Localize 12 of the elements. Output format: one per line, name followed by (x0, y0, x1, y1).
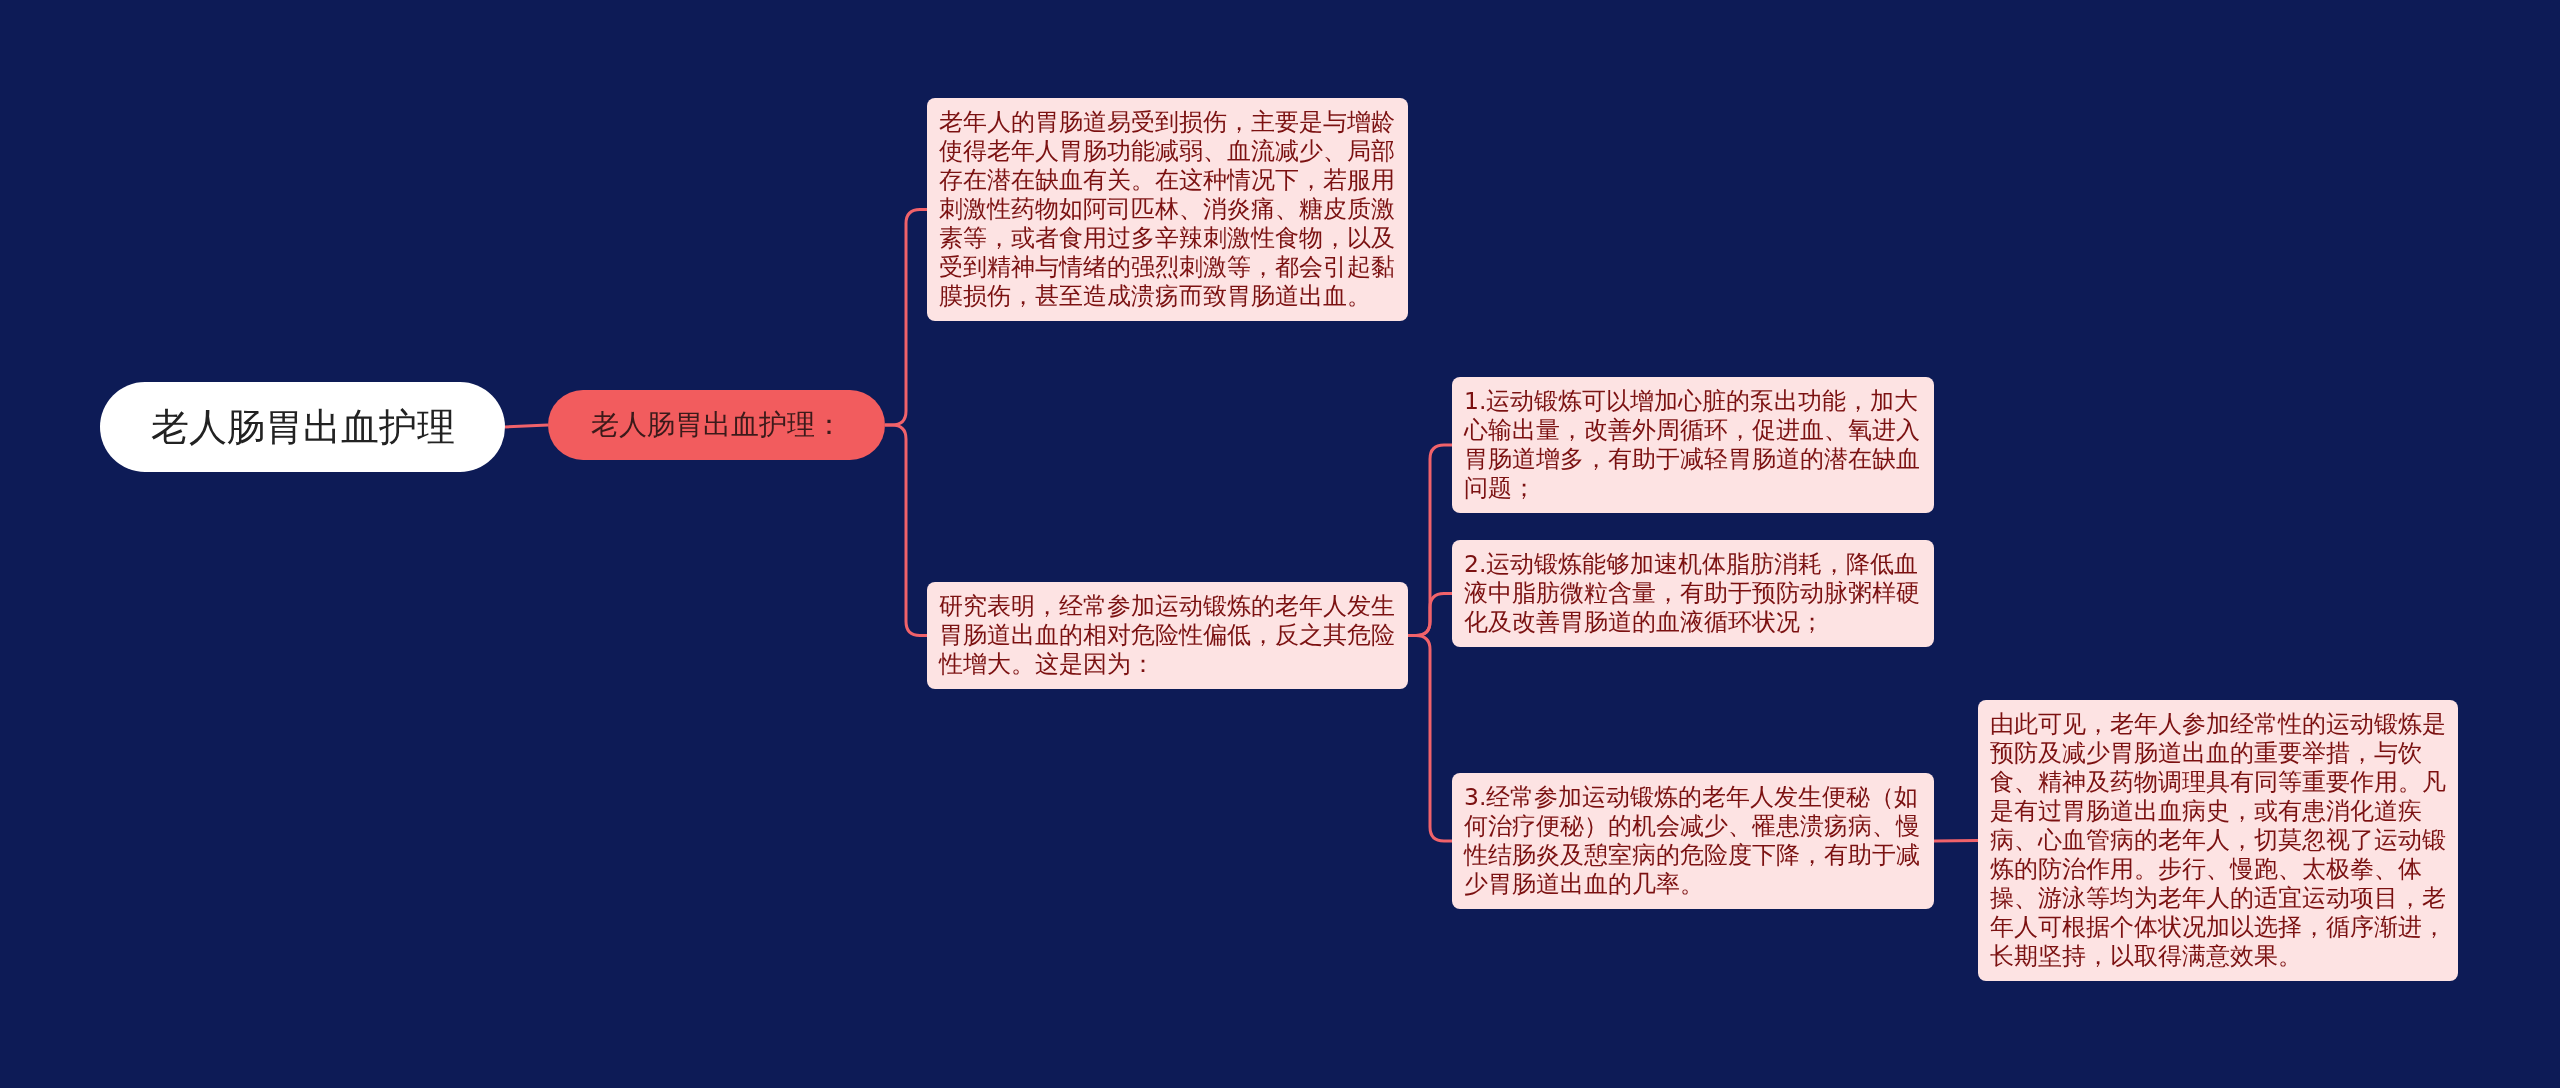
connector-line (885, 423, 927, 637)
text-box: 由此可见，老年人参加经常性的运动锻炼是预防及减少胃肠道出血的重要举措，与饮食、精神及药物调理具有同等重要作用。凡是有过胃肠道出血病史，或有患消化道疾病、心血管病的老年人，切莫忽视了运动锻炼的防治作用。步行、慢跑、太极拳、体操、游泳等均为老年人的适宜运动项目，老年人可根据个体状况加以选择，循序渐进，长期坚持，以取得满意效果。 (1978, 700, 2458, 981)
connector-line (504, 423, 549, 429)
text-box: 2.运动锻炼能够加速机体脂肪消耗，降低血液中脂肪微粒含量，有助于预防动脉粥样硬化及改善胃肠道的血液循环状况； (1452, 540, 1934, 647)
text-box: 1.运动锻炼可以增加心脏的泵出功能，加大心输出量，改善外周循环，促进血、氧进入胃肠道增多，有助于减轻胃肠道的潜在缺血问题； (1452, 377, 1934, 513)
central-topic: 老人肠胃出血护理 (100, 382, 505, 472)
text-box: 研究表明，经常参加运动锻炼的老年人发生胃肠道出血的相对危险性偏低，反之其危险性增大。这是因为： (927, 582, 1408, 689)
connector-line (1934, 839, 1978, 843)
topic-box: 老人肠胃出血护理： (548, 390, 885, 460)
text-box: 3.经常参加运动锻炼的老年人发生便秘（如何治疗便秘）的机会减少、罹患溃疡病、慢性结肠炎及憩室病的危险度下降，有助于减少胃肠道出血的几率。 (1452, 773, 1934, 909)
connector-line (1408, 634, 1452, 843)
text-box: 老年人的胃肠道易受到损伤，主要是与增龄使得老年人胃肠功能减弱、血流减少、局部存在潜在缺血有关。在这种情况下，若服用刺激性药物如阿司匹林、消炎痛、糖皮质激素等，或者食用过多辛辣刺激性食物，以及受到精神与情绪的强烈刺激等，都会引起黏膜损伤，甚至造成溃疡而致胃肠道出血。 (927, 98, 1408, 321)
